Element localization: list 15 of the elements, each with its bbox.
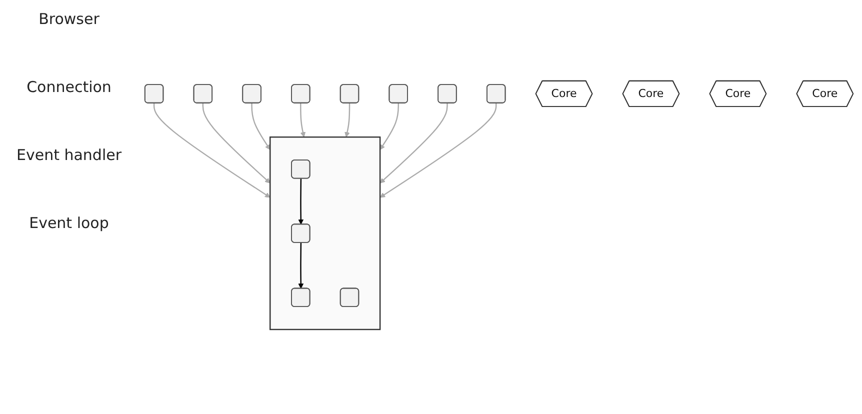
- row-label: Event handler: [15, 146, 123, 164]
- cluster: [270, 136, 381, 330]
- arrow: [380, 102, 497, 198]
- arrow: [298, 178, 304, 224]
- row-label: Connection: [26, 78, 112, 96]
- arrow: [380, 102, 448, 184]
- row-label: Event loop: [28, 214, 110, 232]
- row-label: Browser: [38, 10, 100, 28]
- arrow: [344, 102, 350, 138]
- arrow: [300, 102, 306, 138]
- arrow: [251, 102, 270, 150]
- arrow: [153, 102, 270, 198]
- arrow: [298, 242, 304, 289]
- arrow: [380, 102, 399, 150]
- arrow: [202, 102, 270, 184]
